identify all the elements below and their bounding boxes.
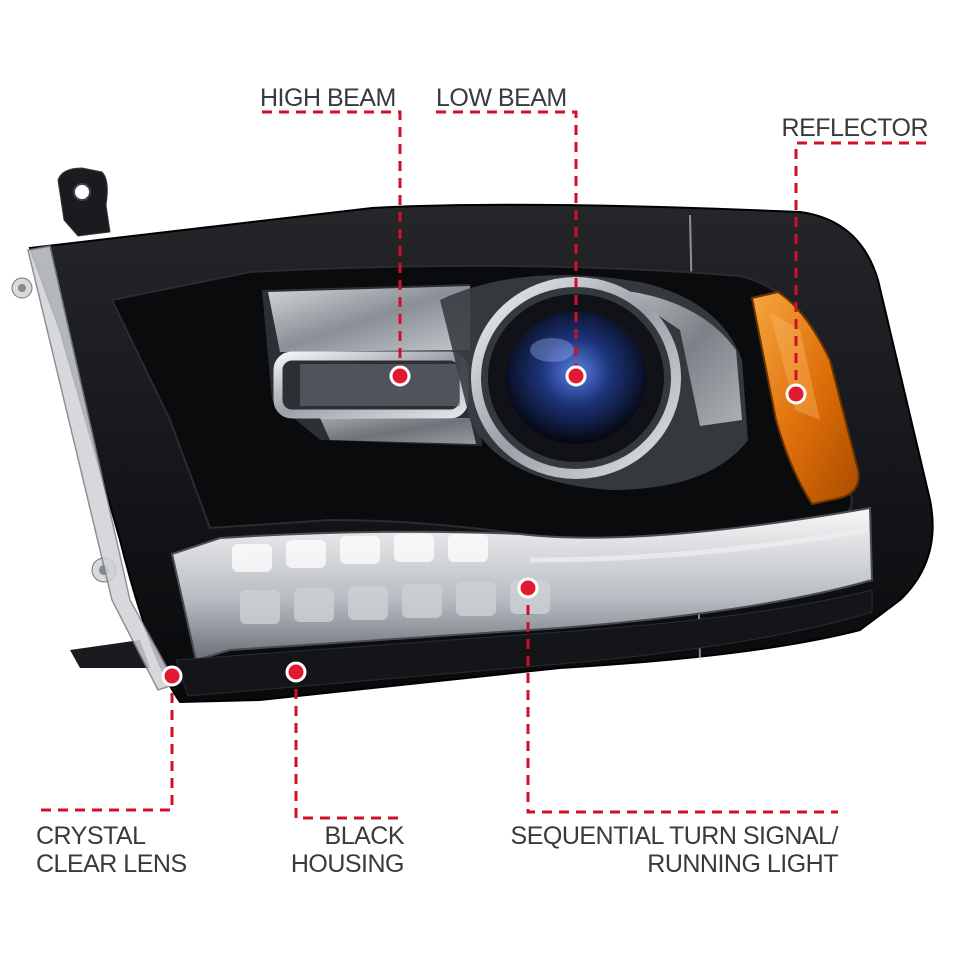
- sequential-drl-strip: [170, 506, 874, 662]
- housing-bottom-lip: [175, 589, 873, 697]
- callout-line-low-beam: [436, 110, 578, 376]
- label-black-housing: BLACK HOUSING: [290, 822, 405, 878]
- callout-line-sequential: [526, 588, 838, 814]
- mounting-tab-left: [11, 277, 33, 299]
- label-high-beam: HIGH BEAM: [260, 84, 396, 112]
- label-sequential-turn-signal: SEQUENTIAL TURN SIGNAL/ RUNNING LIGHT: [510, 822, 839, 878]
- label-seq-line1: SEQUENTIAL TURN SIGNAL/: [510, 822, 839, 850]
- high-beam-reflector: [262, 284, 482, 446]
- callout-dot-icon: [285, 661, 307, 683]
- label-crystal-line2: CLEAR LENS: [36, 850, 187, 878]
- label-crystal-clear-lens: CRYSTAL CLEAR LENS: [36, 822, 187, 878]
- callout-line-reflector: [794, 141, 926, 394]
- callout-dot-icon: [389, 365, 411, 387]
- label-seq-line2: RUNNING LIGHT: [647, 850, 838, 878]
- label-black-line2: HOUSING: [290, 850, 405, 878]
- callout-dot-icon: [161, 665, 183, 687]
- callout-dot-icon: [565, 365, 587, 387]
- label-low-beam: LOW BEAM: [436, 84, 567, 112]
- callout-dot-icon: [517, 577, 539, 599]
- label-black-line1: BLACK: [324, 822, 405, 850]
- callout-line-high-beam: [262, 110, 402, 376]
- label-reflector: REFLECTOR: [781, 114, 929, 142]
- callout-line-black-housing: [294, 672, 404, 820]
- callout-dots: [161, 365, 807, 687]
- callout-lines: [36, 110, 926, 820]
- mounting-tab-top: [57, 167, 111, 237]
- callout-line-crystal-lens: [36, 676, 174, 812]
- callout-dot-icon: [785, 383, 807, 405]
- label-crystal-line1: CRYSTAL: [36, 822, 146, 850]
